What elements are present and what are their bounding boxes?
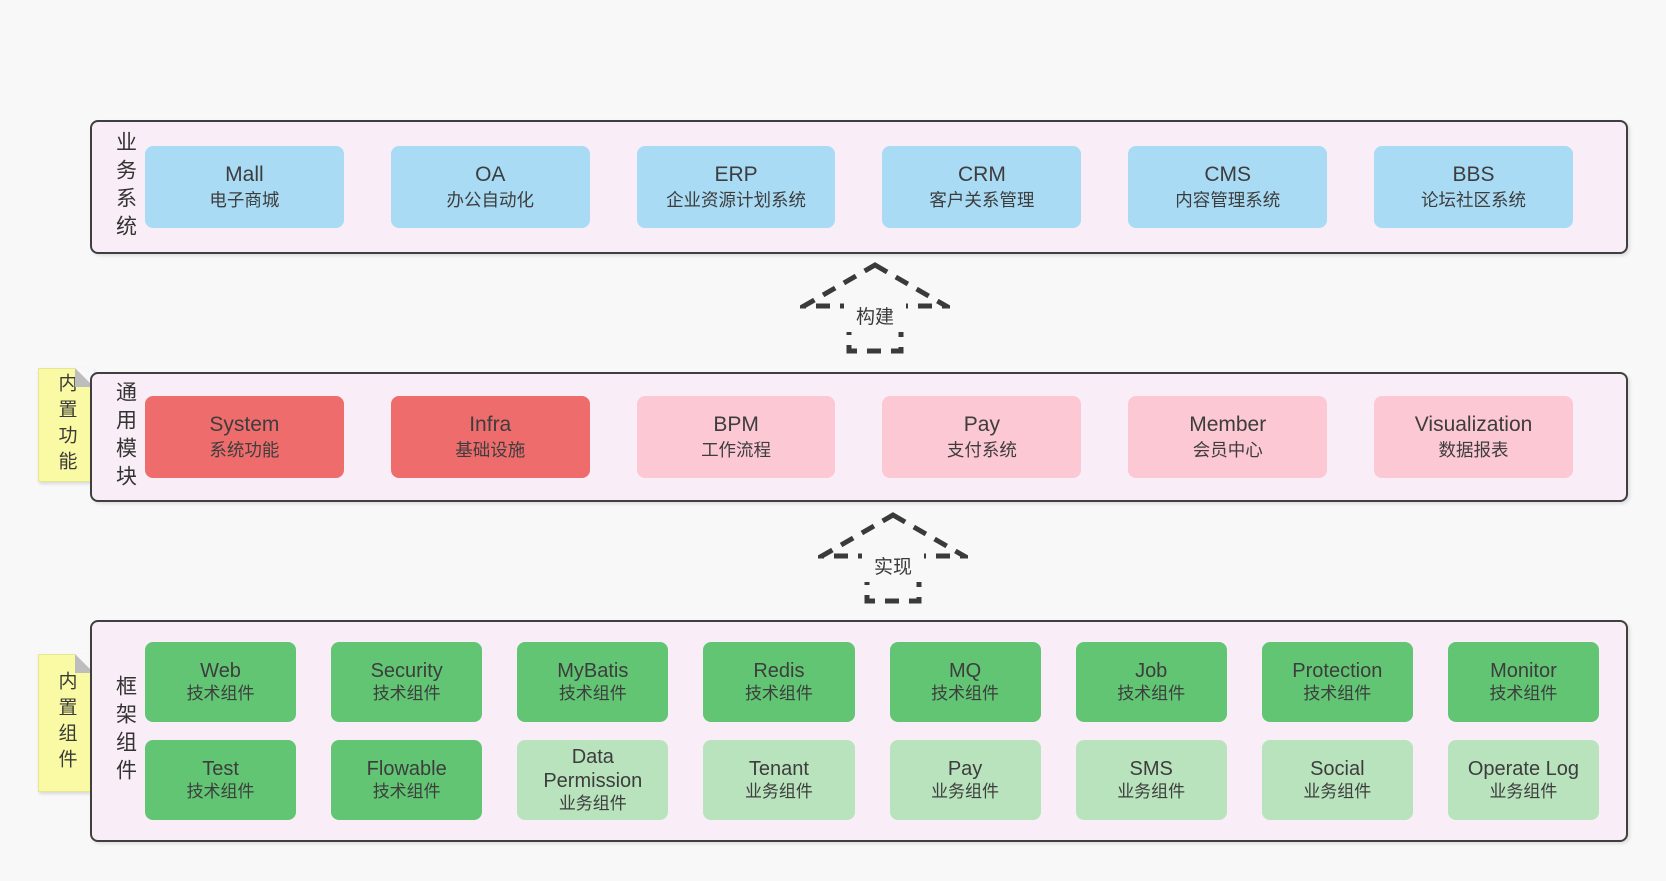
box-operate-log: Operate Log 业务组件 (1447, 740, 1599, 820)
box-pay-component: Pay 业务组件 (889, 740, 1041, 820)
box-visualization: Visualization 数据报表 (1374, 396, 1573, 478)
box-cms: CMS 内容管理系统 (1128, 146, 1328, 228)
box-tenant: Tenant 业务组件 (703, 740, 855, 820)
box-crm: CRM 客户关系管理 (882, 146, 1082, 228)
panel-label-framework-components: 框架组件 (113, 675, 137, 787)
box-bbs: BBS 论坛社区系统 (1374, 146, 1573, 228)
arrow-up-icon: 构建 (794, 262, 956, 354)
box-redis: Redis 技术组件 (703, 642, 855, 722)
implement-arrow-label: 实现 (874, 556, 912, 578)
box-member: Member 会员中心 (1128, 396, 1328, 478)
box-data-permission: Data Permission 业务组件 (517, 740, 669, 820)
panel-label-business-systems: 业务系统 (113, 131, 137, 243)
box-social: Social 业务组件 (1261, 740, 1413, 820)
box-flowable: Flowable 技术组件 (331, 740, 483, 820)
box-monitor: Monitor 技术组件 (1447, 642, 1599, 722)
folded-corner-icon (75, 368, 94, 387)
box-oa: OA 办公自动化 (390, 146, 590, 228)
sticky-note-built-in-features: 内置功能 (38, 368, 94, 482)
panel-business-systems: 业务系统 Mall 电子商城 OA 办公自动化 ERP 企业资源计划系统 CRM… (90, 120, 1628, 254)
box-protection: Protection 技术组件 (1261, 642, 1413, 722)
box-test: Test 技术组件 (145, 740, 297, 820)
box-bpm: BPM 工作流程 (636, 396, 836, 478)
box-web: Web 技术组件 (145, 642, 297, 722)
box-security: Security 技术组件 (331, 642, 483, 722)
box-mall: Mall 电子商城 (145, 146, 344, 228)
arrow-up-icon: 实现 (812, 512, 974, 604)
box-job: Job 技术组件 (1075, 642, 1227, 722)
panel-common-modules: 通用模块 System 系统功能 Infra 基础设施 BPM 工作流程 Pay… (90, 372, 1628, 502)
implement-arrow: 实现 (812, 512, 974, 604)
box-infra: Infra 基础设施 (390, 396, 590, 478)
box-system: System 系统功能 (145, 396, 344, 478)
panel-label-common-modules: 通用模块 (113, 381, 137, 493)
folded-corner-icon (75, 654, 94, 673)
build-arrow: 构建 (794, 262, 956, 354)
box-pay-module: Pay 支付系统 (882, 396, 1082, 478)
sticky-note-built-in-components: 内置组件 (38, 654, 94, 792)
panel-framework-components: 框架组件 Web 技术组件 Security 技术组件 MyBatis 技术组件… (90, 620, 1628, 842)
box-mybatis: MyBatis 技术组件 (517, 642, 669, 722)
box-sms: SMS 业务组件 (1075, 740, 1227, 820)
box-erp: ERP 企业资源计划系统 (636, 146, 836, 228)
box-mq: MQ 技术组件 (889, 642, 1041, 722)
build-arrow-label: 构建 (856, 306, 894, 328)
